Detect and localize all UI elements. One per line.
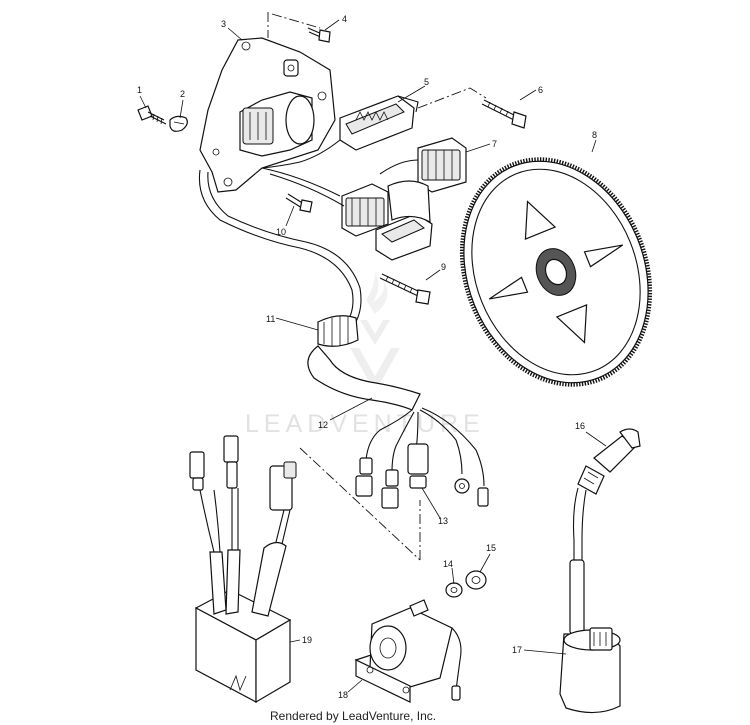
callout-8: 8 [592,130,597,140]
stator-wires [198,167,362,329]
flywheel [459,157,653,387]
part-9-bolt [379,273,431,305]
callout-4: 4 [342,14,347,24]
part-14-nut [445,582,463,598]
callout-14: 14 [443,559,453,569]
callout-10: 10 [276,227,286,237]
part-6-bolt [481,99,527,129]
part-12-harness [307,345,489,509]
part-15-spacer [465,570,487,590]
callout-11: 11 [266,314,275,324]
callout-1: 1 [137,85,142,95]
callout-3: 3 [221,19,226,29]
part-1-screw [137,105,167,125]
callout-9: 9 [441,262,446,272]
part-2-clip [169,115,188,132]
rectifier-block [261,95,419,169]
part-4-screw [307,27,331,43]
callout-18: 18 [338,690,348,700]
part-18-solenoid [354,599,462,703]
leader-dash-2 [271,13,321,29]
callout-2: 2 [180,89,185,99]
callout-7: 7 [492,139,497,149]
leader-dash-3 [417,87,487,109]
leader-dash-4 [299,447,421,561]
callout-19: 19 [302,635,312,645]
watermark-logo [350,272,400,392]
callout-13: 13 [438,516,448,526]
callout-leaders [139,19,607,693]
callout-15: 15 [486,543,496,553]
credit-text: Rendered by LeadVenture, Inc. [270,709,436,723]
coil-assembly [239,59,315,157]
part-11-grommet [317,315,359,347]
callout-5: 5 [424,77,429,87]
part-16-plug-cap [577,428,641,495]
part-17-ignition-coil [559,487,621,714]
callout-6: 6 [538,85,543,95]
coil-lower [341,180,433,261]
callout-17: 17 [512,645,522,655]
coil-upper [379,137,467,193]
watermark-text: LEADVENTURE [245,410,485,438]
part-10-bolt [285,193,313,213]
callout-16: 16 [575,421,585,431]
part-19-cdi-box [189,435,297,704]
callout-12: 12 [318,420,328,430]
